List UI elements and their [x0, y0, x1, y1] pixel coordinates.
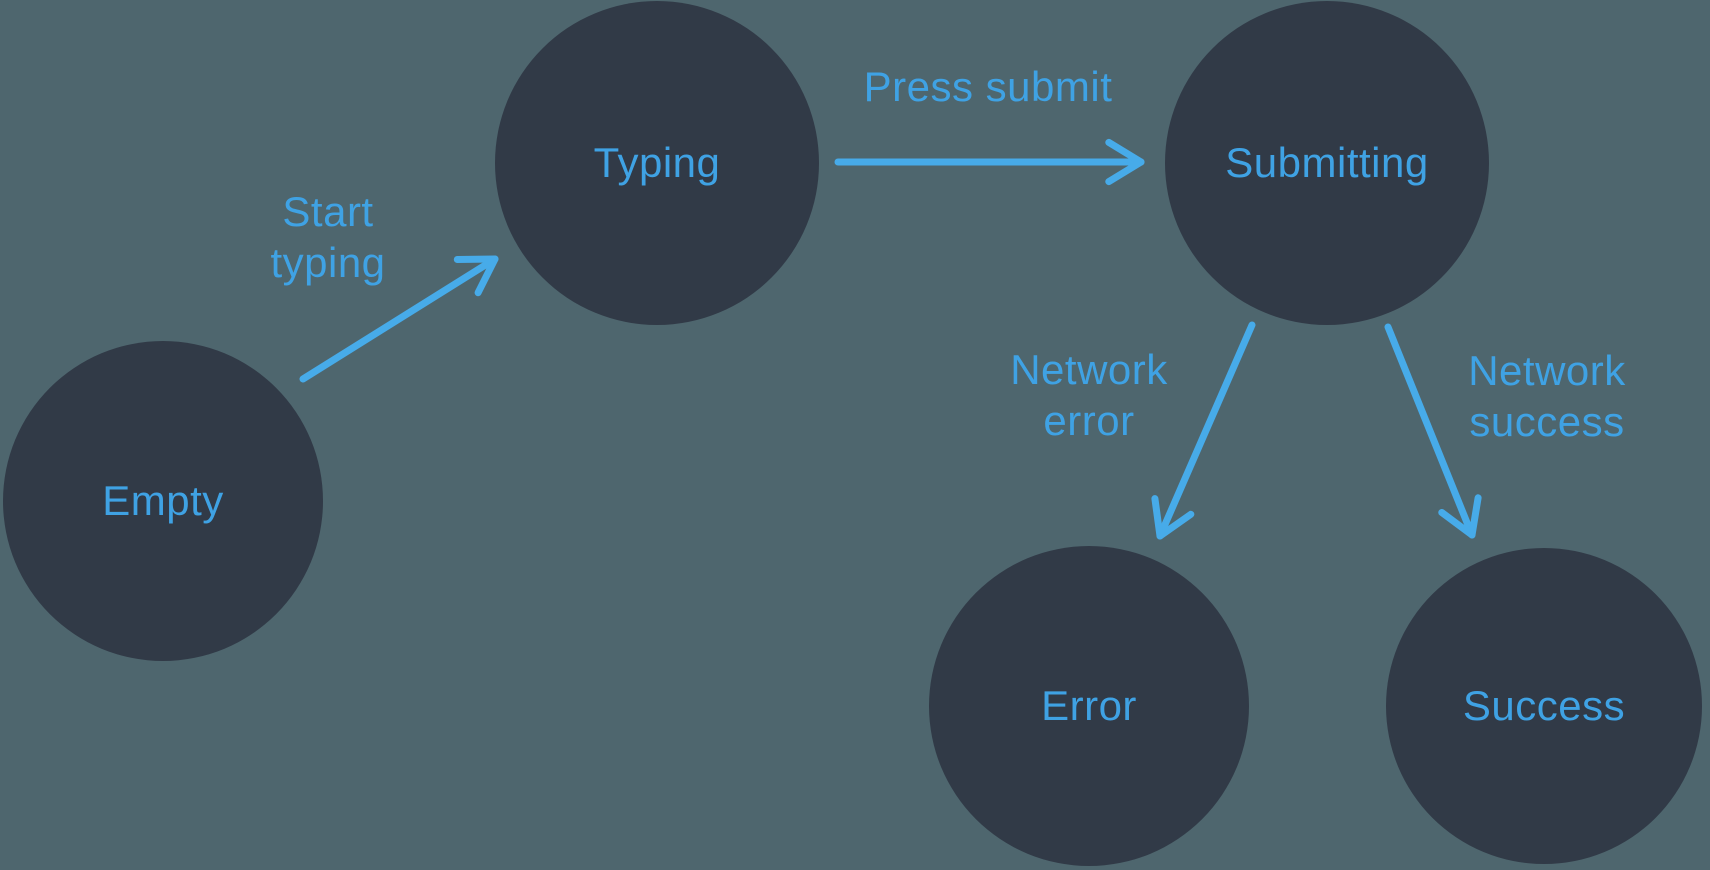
edge-label-line: typing	[270, 239, 386, 286]
edge-label-line: error	[1043, 397, 1135, 444]
edge-label-start-typing: Start typing	[270, 186, 385, 288]
state-node-label: Error	[1041, 682, 1137, 729]
edge-label-press-submit: Press submit	[864, 61, 1113, 112]
edge-label-line: Press submit	[863, 63, 1113, 110]
edge-label-line: success	[1469, 398, 1625, 445]
edge-label-network-error: Network error	[1010, 344, 1168, 446]
state-node-label: Success	[1462, 682, 1626, 729]
edge-label-line: Network	[1010, 346, 1168, 393]
state-node-empty: Empty	[3, 341, 323, 661]
edge-arrow-empty-typing	[299, 255, 499, 383]
edge-arrow-submitting-error	[1151, 321, 1256, 540]
state-node-submitting: Submitting	[1165, 1, 1489, 325]
edge-label-line: Start	[282, 188, 374, 235]
state-node-label: Submitting	[1225, 139, 1429, 186]
edge-label-line: Network	[1468, 347, 1626, 394]
edge-arrow-submitting-success	[1384, 323, 1482, 539]
state-node-label: Typing	[593, 139, 721, 186]
state-node-error: Error	[929, 546, 1249, 866]
state-node-typing: Typing	[495, 1, 819, 325]
state-node-label: Empty	[102, 477, 224, 524]
edge-label-network-success: Network success	[1468, 345, 1626, 447]
state-node-success: Success	[1386, 548, 1702, 864]
